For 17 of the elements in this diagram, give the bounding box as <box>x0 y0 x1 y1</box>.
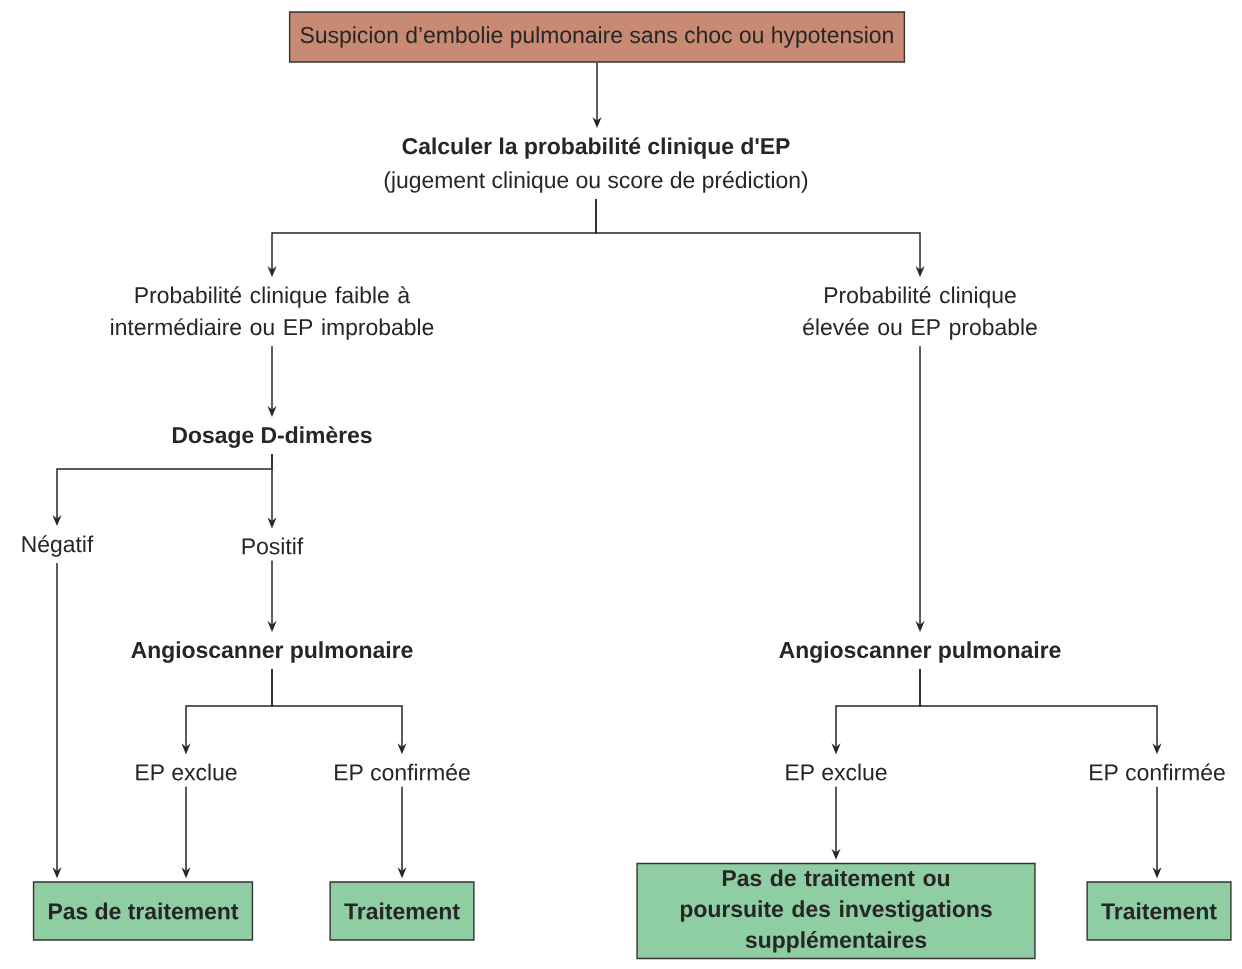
start-box: Suspicion d’embolie pulmonaire sans choc ou hypotension <box>288 11 906 63</box>
step-text: Angioscanner pulmonaire <box>779 641 1061 663</box>
branch-text: Probabilité clinique faible à intermédiaire ou EP improbable <box>111 286 434 340</box>
result-text: EP confirmée <box>335 763 470 781</box>
result-text: EP exclue <box>136 763 237 781</box>
step-text: Angioscanner pulmonaire <box>131 641 413 663</box>
result-text: EP exclue <box>786 763 887 781</box>
step-text: Calculer la probabilité clinique d'EP (jugement clinique ou score de prédiction) <box>384 137 808 193</box>
branch-text: Probabilité clinique élevée ou EP probable <box>803 286 1037 340</box>
outcome-box: Pas de traitement <box>32 881 254 941</box>
outcome-box: Traitement <box>1086 881 1232 941</box>
result-text: EP confirmée <box>1090 763 1225 781</box>
step-text: Dosage D-dimères <box>172 426 372 448</box>
outcome-box: Traitement <box>329 881 475 941</box>
outcome-box: Pas de traitement ou poursuite des investigations supplémentaires <box>636 862 1036 960</box>
result-text: Négatif <box>22 535 94 557</box>
result-text: Positif <box>242 537 304 555</box>
